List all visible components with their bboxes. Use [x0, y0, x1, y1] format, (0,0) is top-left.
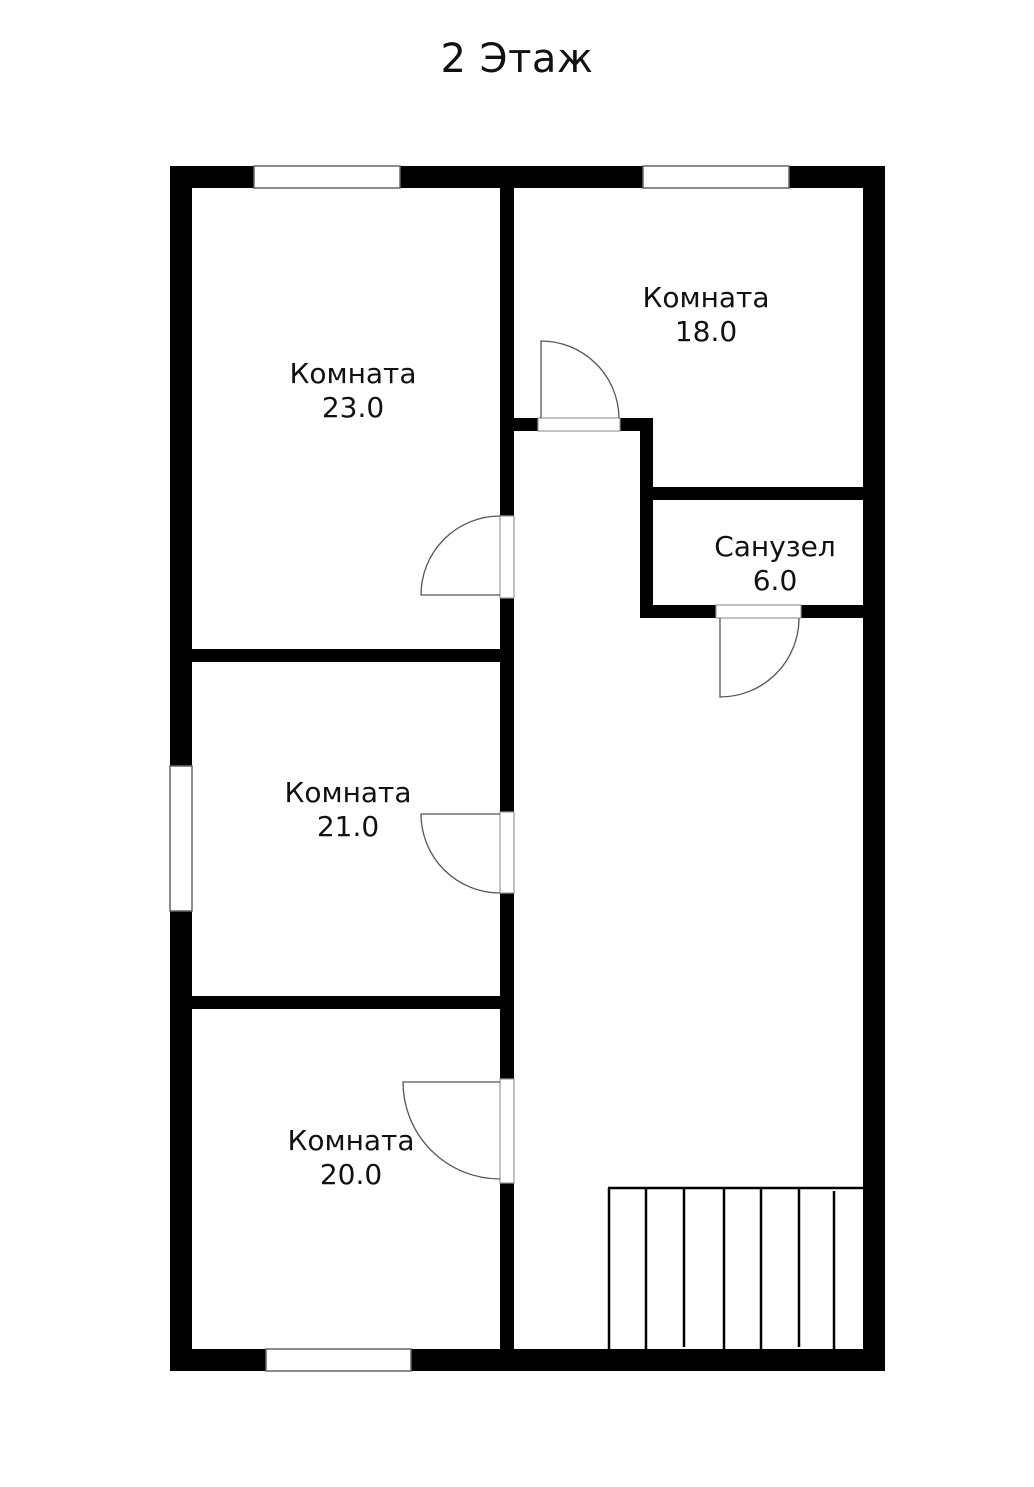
- room-label-18: Комната 18.0: [642, 281, 769, 349]
- windows: [169, 165, 790, 1372]
- outer-walls: [170, 166, 885, 1371]
- staircase: [607, 1186, 863, 1349]
- room-label-21: Комната 21.0: [284, 776, 411, 844]
- room-name: Комната: [284, 776, 412, 809]
- window-left: [169, 765, 193, 912]
- door-swings: [402, 340, 800, 1180]
- door-room-18: [540, 340, 620, 419]
- room-name: Комната: [289, 357, 417, 390]
- room-name: Комната: [287, 1124, 415, 1157]
- room-label-23: Комната 23.0: [289, 357, 416, 425]
- floor-title: 2 Этаж: [440, 36, 594, 82]
- door-room-23: [420, 515, 501, 596]
- room-name: Комната: [642, 281, 770, 314]
- room-area: 18.0: [674, 315, 738, 348]
- door-openings: [499, 417, 802, 1184]
- room-name: Санузел: [714, 530, 836, 563]
- room-area: 23.0: [321, 391, 385, 424]
- room-area: 20.0: [319, 1158, 383, 1191]
- interior-walls: [192, 188, 863, 1349]
- window-bottom: [265, 1348, 412, 1372]
- door-bathroom: [719, 617, 800, 698]
- window-top-right: [642, 165, 790, 189]
- room-label-bathroom: Санузел 6.0: [714, 530, 836, 598]
- room-area: 6.0: [752, 564, 798, 597]
- window-top-left: [253, 165, 401, 189]
- door-room-21: [420, 813, 501, 894]
- room-area: 21.0: [316, 810, 380, 843]
- room-label-20: Комната 20.0: [287, 1124, 414, 1192]
- door-room-20: [402, 1081, 501, 1180]
